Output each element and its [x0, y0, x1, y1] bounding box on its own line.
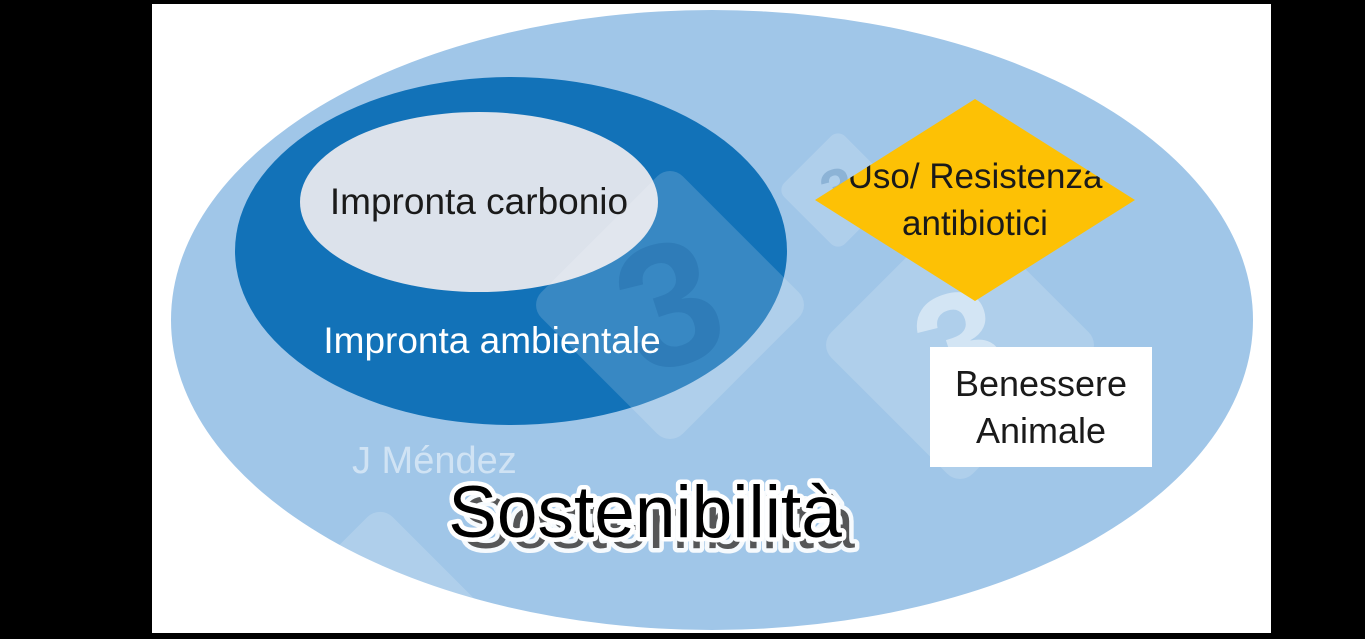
author-watermark: J Méndez [352, 440, 517, 482]
slide-canvas: Impronta carbonio 3 3 3 Impronta ambient… [152, 4, 1271, 633]
animal-welfare-box: Benessere Animale [930, 347, 1152, 467]
carbon-footprint-ellipse: Impronta carbonio [300, 112, 658, 292]
animal-welfare-label-line1: Benessere [954, 363, 1128, 404]
environmental-footprint-label: Impronta ambientale [323, 320, 661, 361]
logo-watermark-digit: 3 [593, 197, 747, 413]
antibiotics-label-line1: Uso/ Resistenza [847, 157, 1103, 196]
animal-welfare-label-line2: Animale [975, 410, 1107, 451]
antibiotics-label-line2: antibiotici [902, 204, 1048, 243]
carbon-footprint-label: Impronta carbonio [329, 181, 629, 222]
